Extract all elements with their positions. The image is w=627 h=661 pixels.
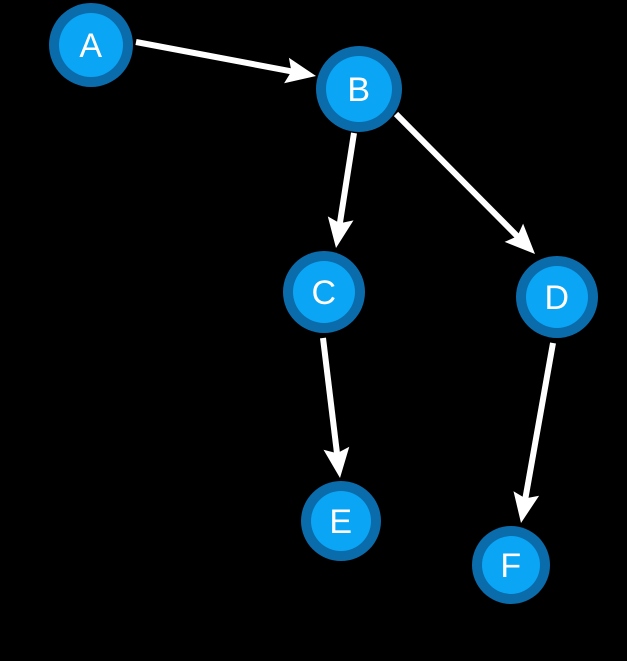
edge-arrowhead (284, 57, 316, 84)
node-core (326, 56, 392, 122)
edge-arrowhead (327, 216, 354, 248)
node-label: C (311, 274, 336, 312)
node-core (526, 266, 588, 328)
edge-shaft (393, 111, 521, 240)
graph-node-f[interactable]: F (472, 526, 550, 604)
node-core (311, 491, 371, 551)
node-label: A (79, 27, 102, 65)
edge-shaft (135, 39, 293, 75)
graph-node-a[interactable]: A (49, 3, 133, 87)
edge-shaft (336, 132, 357, 225)
node-core (482, 536, 540, 594)
edge-shaft (320, 337, 341, 455)
graph-edge (135, 39, 316, 84)
edges-layer (135, 39, 556, 523)
graph-edge (327, 132, 357, 248)
node-label: B (347, 71, 370, 109)
node-label: D (544, 279, 569, 317)
edge-arrowhead (513, 491, 540, 523)
graph-edge (320, 337, 350, 478)
graph-edge (393, 111, 535, 254)
graph-node-b[interactable]: B (316, 46, 402, 132)
edge-arrowhead (504, 223, 535, 254)
node-core (293, 261, 355, 323)
edge-shaft (522, 342, 556, 500)
node-label: F (500, 547, 521, 585)
graph-edge (513, 342, 556, 523)
edge-arrowhead (323, 446, 350, 478)
node-core (59, 13, 123, 77)
nodes-layer: A B C D E F (49, 3, 598, 604)
graph-node-d[interactable]: D (516, 256, 598, 338)
node-label: E (329, 503, 352, 541)
graph-node-c[interactable]: C (283, 251, 365, 333)
graph-node-e[interactable]: E (301, 481, 381, 561)
